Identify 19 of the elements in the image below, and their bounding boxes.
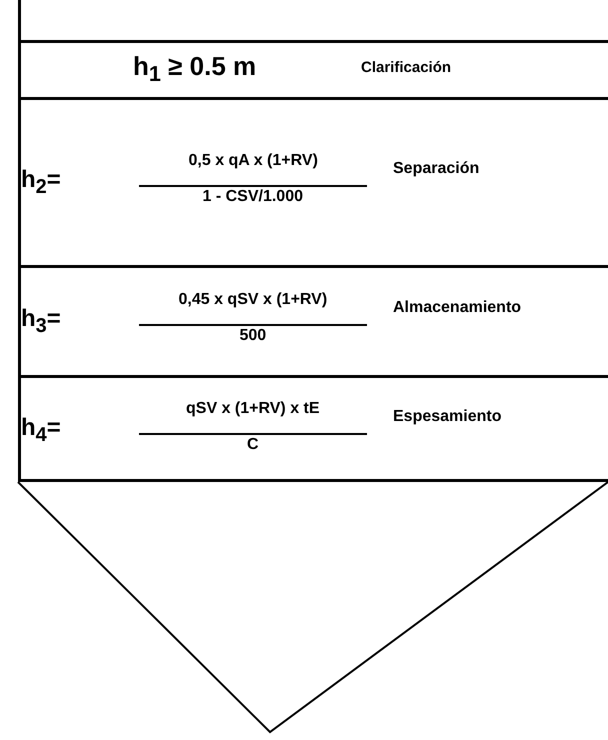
zone-band — [18, 265, 608, 375]
zone-name: Separación — [393, 160, 480, 178]
hopper-outline — [17, 481, 608, 734]
zone-name: Espesamiento — [393, 408, 502, 426]
height-symbol: h$_{3}$= — [21, 305, 61, 338]
zone-band — [18, 97, 608, 265]
zone-name: Almacenamiento — [393, 299, 522, 317]
zone-name: Clarificación — [361, 59, 452, 76]
height-symbol: h$_{4}$= — [21, 414, 61, 446]
height-formula: h$_{1}$ ≥ 0.5 m — [133, 51, 256, 88]
zone-band — [18, 40, 608, 97]
formula-denominator: C — [247, 436, 259, 454]
formula-denominator: 500 — [240, 327, 266, 345]
formula-numerator: qSV x (1+RV) x tE — [186, 400, 320, 418]
zone-band — [18, 375, 608, 482]
height-symbol: h$_{2}$= — [21, 166, 61, 199]
formula-numerator: 0,45 x qSV x (1+RV) — [178, 291, 328, 309]
formula-denominator: 1 - CSV/1.000 — [202, 188, 303, 206]
formula-numerator: 0,5 x qA x (1+RV) — [188, 152, 318, 170]
